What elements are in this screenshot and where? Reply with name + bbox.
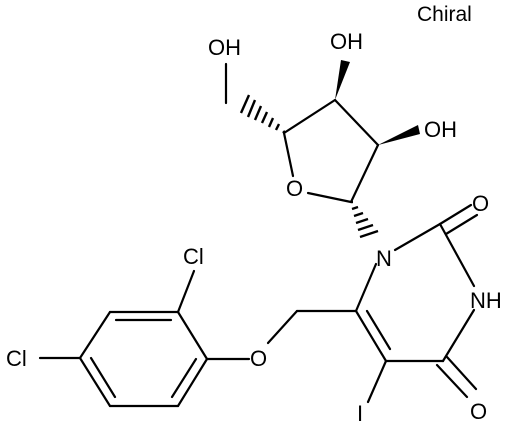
atom-label-o2: O (472, 191, 489, 216)
bond-ar-6-1 (176, 357, 209, 408)
bond-o4prime-c1prime (306, 191, 353, 204)
bond-c2-o-a (438, 203, 473, 226)
bond-c6-n1 (354, 262, 378, 313)
atom-label-c2-oh: OH (424, 117, 457, 142)
atom-label-hydroxymethyl-oh: OH (208, 35, 241, 60)
atom-label-c3-oh: OH (330, 29, 363, 54)
bond-ar-6-1-inner (170, 357, 198, 399)
hash-bond-c4-ch2 (239, 94, 286, 134)
bond-c4-o-b (445, 355, 478, 391)
atom-label-cl-para: Cl (6, 346, 27, 371)
bond-c2-o-b (444, 213, 479, 236)
uracil-ring (354, 222, 476, 363)
wedge-c3-oh (335, 60, 350, 100)
atom-label-o4: O (470, 399, 487, 424)
bond-ar-4-5-inner (89, 356, 117, 399)
atom-label-n1: N (376, 246, 392, 271)
atom-label-ether-o: O (250, 346, 267, 371)
bond-ch2-ether-o (266, 309, 299, 345)
bond-c5-c6-inner (365, 309, 392, 351)
bond-ar-3-4 (78, 310, 112, 360)
bond-c4-o-a (435, 363, 469, 399)
bond-ar-1-2 (176, 310, 209, 361)
bond-c3prime-c4prime (282, 98, 337, 135)
atom-label-ring-o: O (286, 176, 303, 201)
bond-c1prime-c2prime (349, 143, 380, 204)
ribose-ring (282, 98, 380, 204)
hash-bond-c1-n1 (351, 200, 379, 239)
wedge-c2-oh (378, 125, 420, 145)
bond-c2-n3 (438, 222, 476, 288)
bond-c5-i (366, 359, 388, 404)
bond-ar-4-5 (78, 356, 112, 408)
bond-n3-c4 (441, 308, 476, 363)
chiral-flag: Chiral (417, 3, 472, 26)
bond-ar-cl-ortho (176, 269, 196, 314)
atom-label-cl-ortho: Cl (183, 244, 204, 269)
dichlorophenyl-ring (78, 310, 209, 408)
bond-n1-c2 (393, 222, 442, 252)
atom-label-n3h: NH (470, 288, 502, 313)
bond-c4-o4prime (282, 131, 295, 178)
bond-c5-c6 (354, 309, 388, 363)
bond-c2prime-c3prime (333, 98, 380, 147)
atom-label-iodo: I (357, 401, 363, 426)
